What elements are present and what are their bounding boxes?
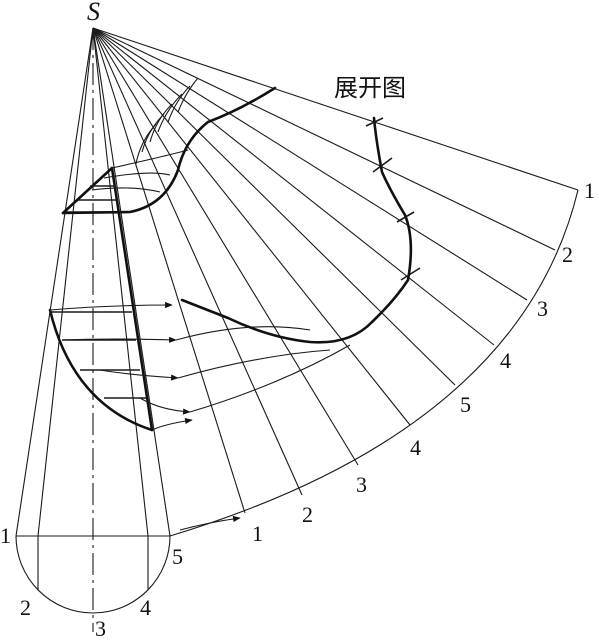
fan-ray-2-top (92, 27, 556, 251)
cone-left-generator (15, 27, 94, 537)
cone-right-generator (92, 27, 171, 537)
base-label-5: 5 (172, 544, 183, 569)
base-label-2: 2 (20, 595, 31, 620)
short-arc-2 (167, 85, 191, 123)
base-semicircle (15, 535, 171, 614)
arrow-arc-5 (151, 417, 193, 431)
short-arc-4 (149, 103, 173, 143)
generator-4 (92, 27, 149, 537)
developed-lower-curve (180, 116, 413, 344)
fan-ray-1-bottom (92, 27, 246, 514)
fan-ray-3-bottom (92, 27, 359, 466)
fan-ray-3-top (92, 27, 528, 301)
arc-label-4-top: 4 (500, 348, 511, 373)
arc-label-1-top: 1 (584, 178, 595, 203)
arc-label-3-bottom: 3 (356, 472, 367, 497)
apex-label: S (87, 0, 100, 26)
continuation-arc-1 (175, 326, 311, 341)
development-arc (169, 189, 579, 537)
lower-projection-arcs (49, 301, 351, 531)
short-arc-8 (103, 172, 171, 179)
arc-label-5: 5 (460, 392, 471, 417)
fan-ray-1-top (92, 27, 579, 191)
projection-arcs (91, 77, 199, 193)
short-arc-1 (177, 77, 199, 113)
developed-cut-curves (61, 86, 413, 344)
base-label-3: 3 (95, 616, 106, 641)
tick-3 (396, 211, 415, 223)
arc-label-2-top: 2 (562, 242, 573, 267)
development-fan (92, 27, 579, 537)
developed-upper-curve (61, 86, 277, 215)
arrow-arc-1 (49, 301, 173, 311)
generator-2 (37, 27, 94, 537)
lower-cut-curve (48, 308, 154, 432)
short-arc-3 (157, 93, 183, 133)
arrow-arc-6 (179, 515, 241, 531)
arc-label-4-bottom: 4 (410, 435, 421, 460)
upper-cut-curve (61, 166, 114, 215)
tick-4 (400, 267, 421, 281)
cone-front-view (15, 27, 171, 632)
base-label-1: 1 (0, 523, 11, 548)
arc-label-2-bottom: 2 (302, 502, 313, 527)
tick-1 (365, 117, 384, 127)
development-title: 展开图 (334, 74, 406, 102)
continuation-arc-2 (177, 349, 331, 379)
fan-ray-4-top (92, 27, 495, 346)
arrow-arc-3 (99, 369, 179, 381)
continuation-arc-3 (189, 344, 351, 413)
curve-tick-marks (365, 117, 421, 281)
fan-ray-5 (92, 27, 456, 386)
fan-ray-2-bottom (92, 27, 303, 496)
arc-label-3-top: 3 (537, 296, 548, 321)
short-arc-6 (135, 123, 157, 165)
base-label-4: 4 (140, 595, 151, 620)
arrow-arc-4 (139, 397, 191, 415)
arc-label-1-bottom: 1 (252, 521, 263, 546)
arrow-arc-2 (61, 336, 177, 343)
fan-ray-4-bottom (92, 27, 411, 426)
tick-2 (372, 157, 393, 173)
short-arc-9 (91, 187, 161, 193)
